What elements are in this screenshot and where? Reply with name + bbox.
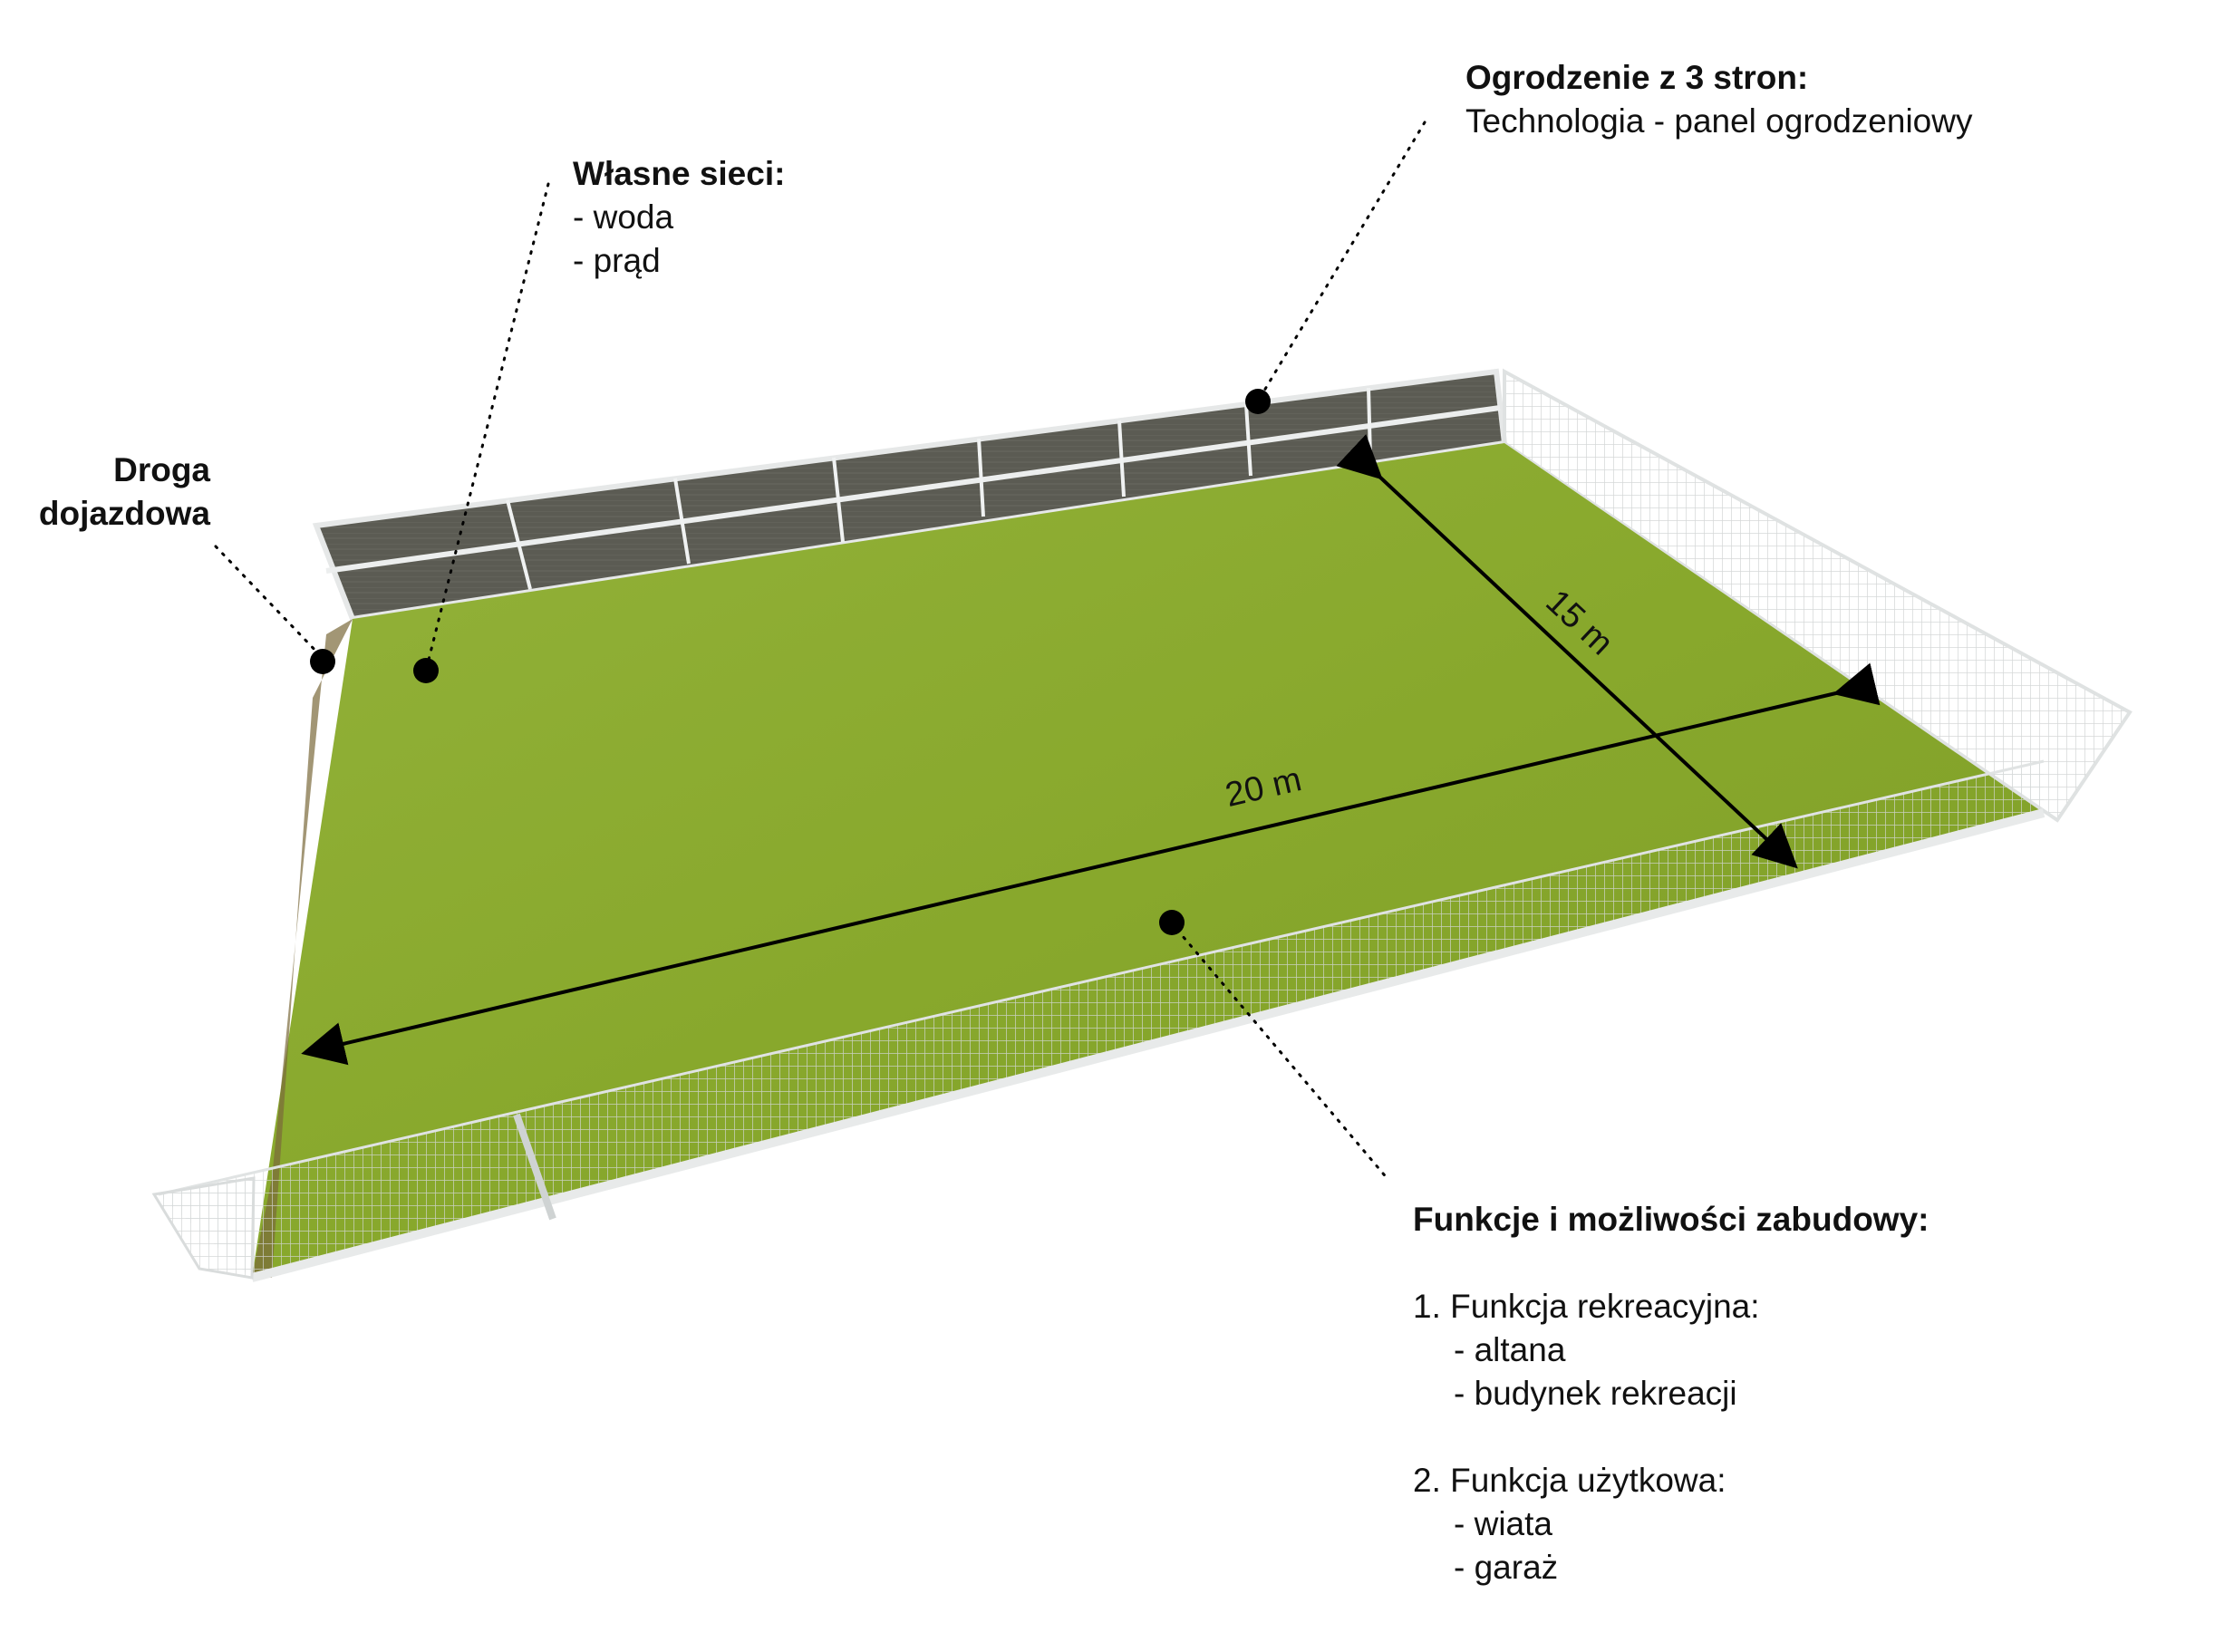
ogrodzenie-title: Ogrodzenie z 3 stron: xyxy=(1465,59,1809,96)
sieci-item: - prąd xyxy=(573,242,661,279)
leader-ogrodzenie xyxy=(1260,121,1426,397)
funkcje-item: - altana xyxy=(1454,1331,1566,1368)
funkcje-item: - budynek rekreacji xyxy=(1454,1375,1737,1412)
leader-droga xyxy=(214,545,321,656)
marker-droga xyxy=(310,649,335,674)
sieci-title: Własne sieci: xyxy=(573,155,786,192)
droga-line2: dojazdowa xyxy=(38,495,210,532)
funkcje-item: - wiata xyxy=(1454,1505,1552,1542)
marker-funkcje xyxy=(1159,910,1185,935)
ogrodzenie-text: Technologia - panel ogrodzeniowy xyxy=(1465,102,1973,140)
funkcje-label: Funkcje i możliwości zabudowy: 1. Funkcj… xyxy=(1413,1198,1929,1589)
leader-sieci xyxy=(427,182,550,662)
sieci-item: - woda xyxy=(573,198,674,236)
ogrodzenie-label: Ogrodzenie z 3 stron: Technologia - pane… xyxy=(1465,56,1972,143)
marker-ogrodzenie xyxy=(1245,389,1271,414)
droga-line1: Droga xyxy=(113,451,210,488)
width-arrow xyxy=(1336,434,1798,869)
funkcje-group-title: 2. Funkcja użytkowa: xyxy=(1413,1462,1726,1499)
sieci-label: Własne sieci: - woda - prąd xyxy=(573,152,785,283)
funkcje-item: - garaż xyxy=(1454,1549,1559,1586)
funkcje-group-title: 1. Funkcja rekreacyjna: xyxy=(1413,1288,1760,1325)
funkcje-title: Funkcje i możliwości zabudowy: xyxy=(1413,1201,1929,1238)
marker-sieci xyxy=(413,658,439,683)
droga-label: Droga dojazdowa xyxy=(39,449,210,536)
